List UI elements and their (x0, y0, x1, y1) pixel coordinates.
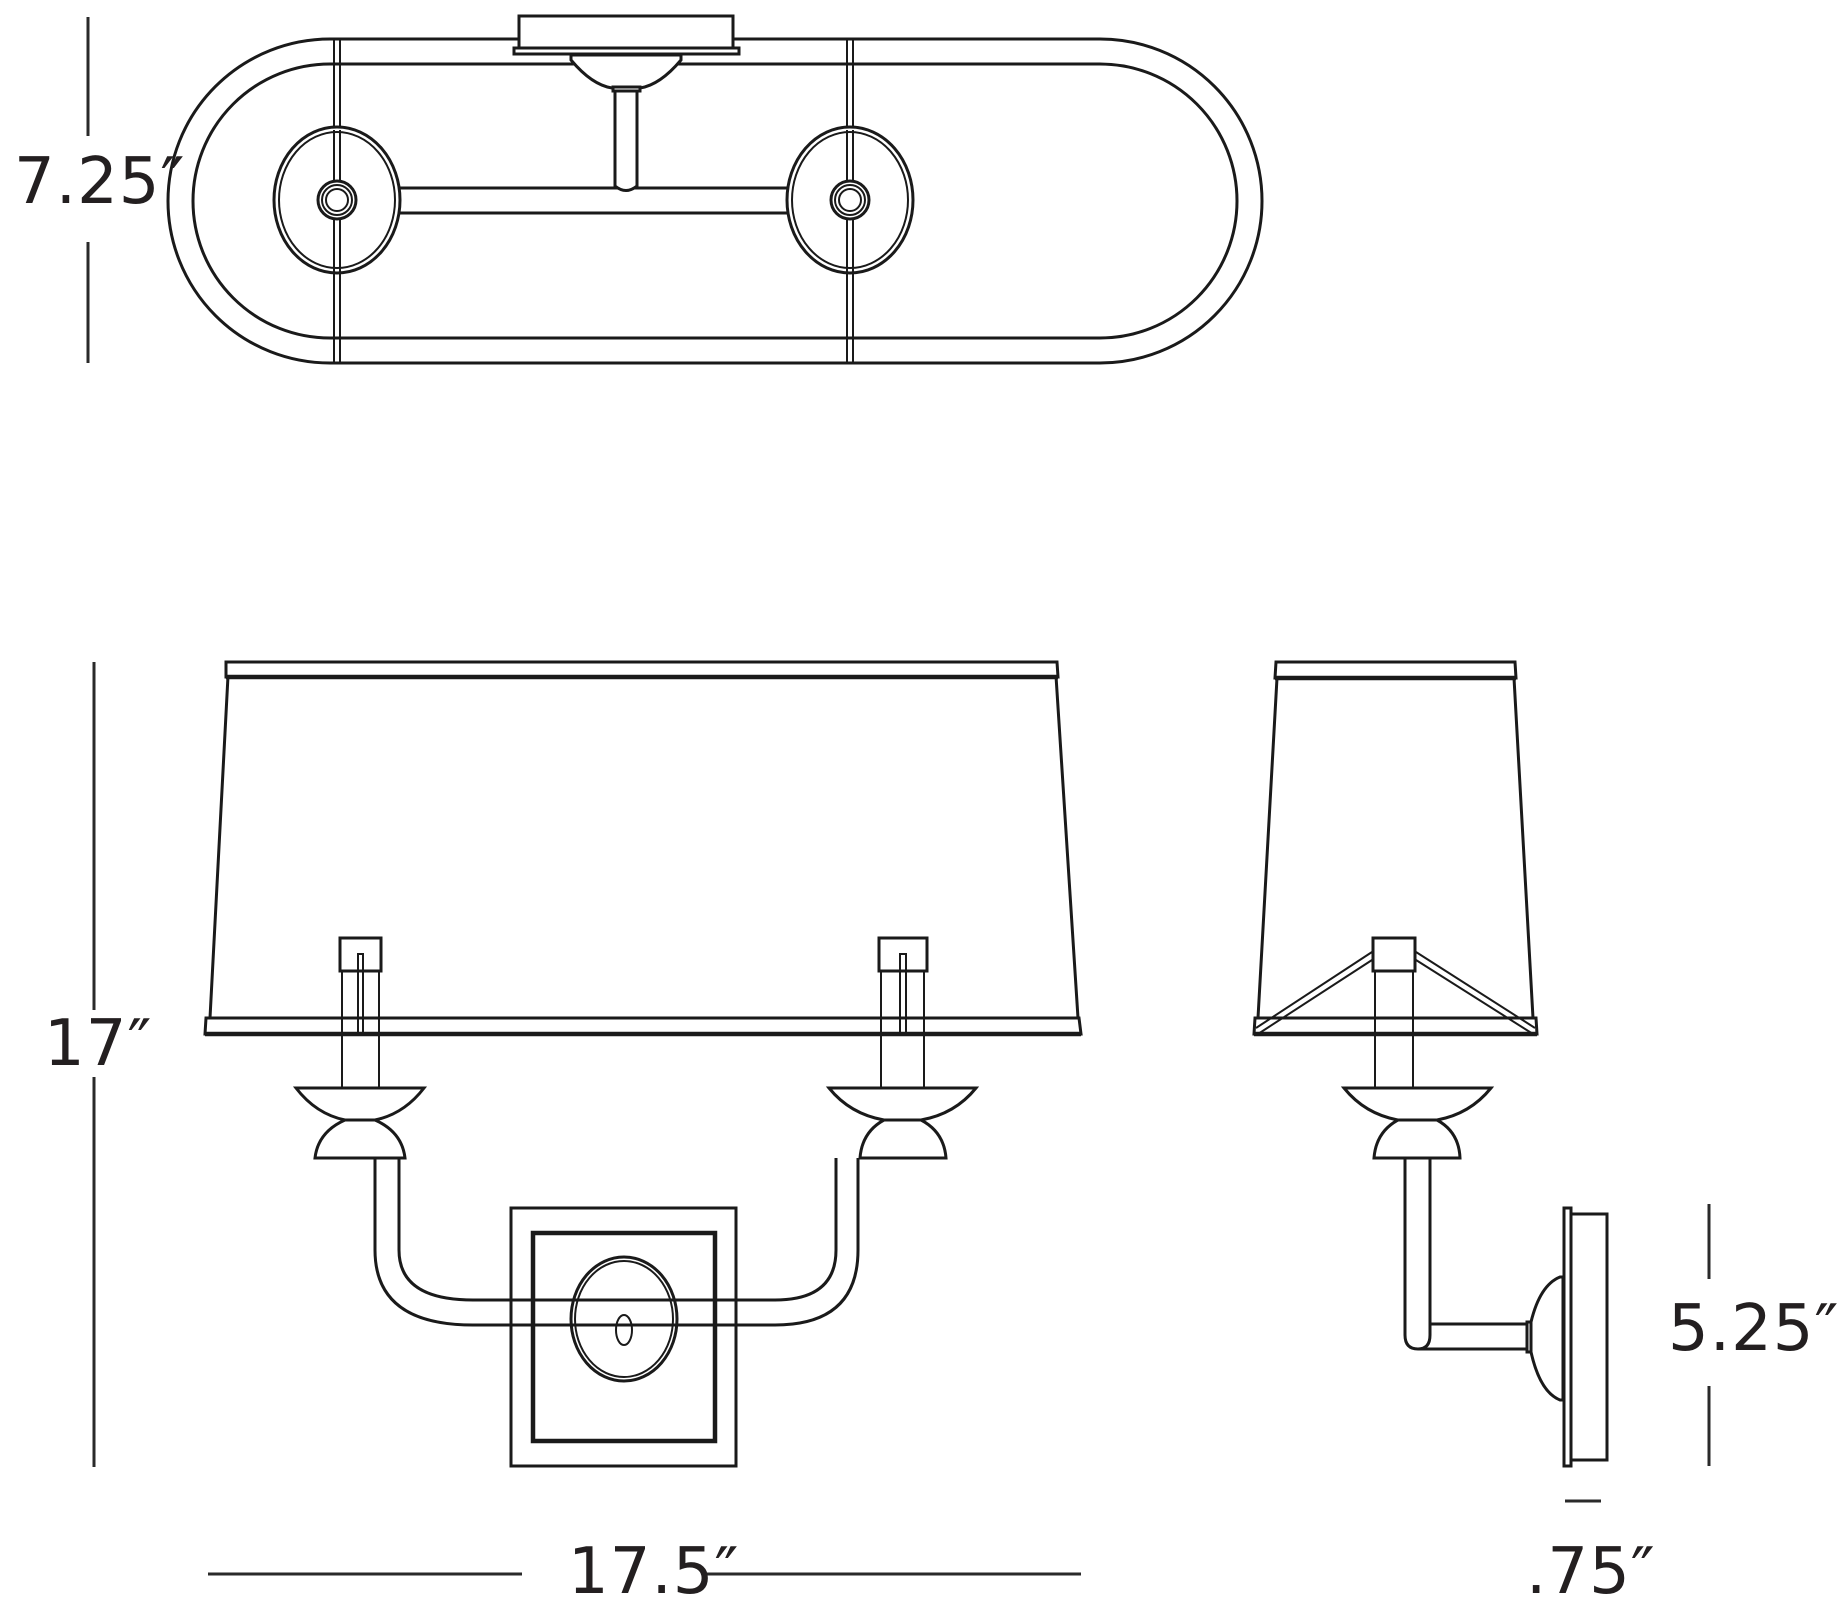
shade-inner-rim (191, 62, 1239, 340)
overall-width-dimension-label: 17.5″ (568, 1535, 740, 1609)
side-arm (1403, 1158, 1528, 1351)
top-view-backplate (512, 14, 741, 192)
backplate-depth-dimension-label: .75″ (1526, 1535, 1656, 1609)
shade-outer-rim (166, 37, 1264, 365)
left-socket-disc (272, 125, 402, 275)
side-view (1252, 660, 1711, 1503)
top-depth-dimension-label: 7.25″ (14, 145, 186, 219)
front-arm (373, 1158, 860, 1327)
side-backplate (1525, 1206, 1609, 1468)
front-right-socket (825, 936, 980, 1160)
right-socket-disc (785, 125, 915, 275)
front-backplate (509, 1206, 738, 1468)
front-left-socket (292, 936, 428, 1160)
side-socket (1340, 971, 1495, 1160)
overall-height-dimension-label: 17″ (44, 1007, 153, 1081)
side-shade (1252, 660, 1539, 1037)
front-view (92, 660, 1083, 1576)
front-shade (203, 660, 1083, 1037)
backplate-height-dimension-label: 5.25″ (1668, 1292, 1840, 1366)
top-view (86, 14, 1264, 365)
